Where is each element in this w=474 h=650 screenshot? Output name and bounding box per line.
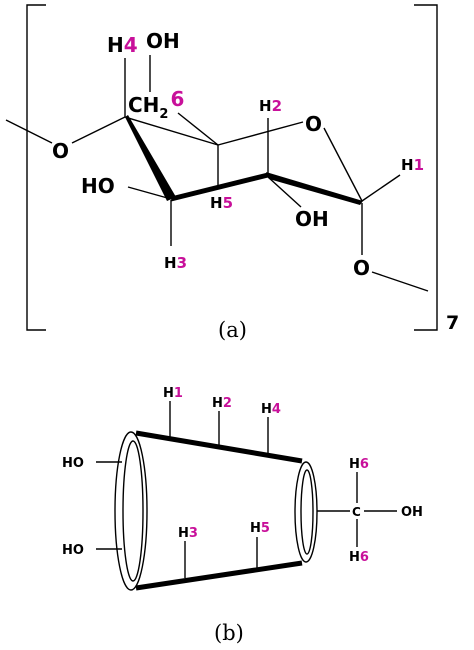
bond-left-chain	[5, 119, 53, 144]
label-h4: H4	[107, 33, 138, 57]
label-b-oh: OH	[401, 505, 423, 520]
bond-c5-o	[217, 121, 304, 146]
cone-top-wall	[135, 430, 303, 464]
cone-narrow-rim-inner	[300, 469, 314, 555]
label-b-h6-bottom: H6	[349, 550, 369, 565]
cone-bottom-wall	[135, 560, 303, 591]
wedge-c2-c1	[266, 172, 363, 205]
bond-o-c1	[323, 127, 363, 202]
label-b-h3: H3	[178, 526, 198, 541]
wedge-c4-c3	[125, 115, 176, 201]
label-h1: H1	[401, 156, 424, 174]
label-b-h1: H1	[163, 386, 183, 401]
label-bottom-o: O	[353, 256, 370, 280]
glucose-unit-structure: H4 OH CH26 H2 O H1 O HO H5 OH H3 O 7 (a)	[5, 4, 459, 342]
bond-c3-ho	[127, 186, 172, 200]
bond-o-chain-right	[371, 271, 429, 292]
label-b-ho-upper: HO	[62, 456, 84, 471]
bond-ch2-c5	[177, 112, 219, 146]
caption-a: (a)	[218, 318, 247, 342]
label-b-h6-top: H6	[349, 457, 369, 472]
repeat-count: 7	[446, 312, 459, 334]
label-b-h2: H2	[212, 396, 232, 411]
label-ho-left: HO	[81, 174, 115, 198]
label-oh-right: OH	[295, 207, 329, 231]
left-bracket	[26, 4, 46, 331]
cone-wide-rim-outer	[114, 431, 148, 591]
label-b-ho-lower: HO	[62, 543, 84, 558]
caption-b: (b)	[214, 621, 244, 645]
label-b-h4: H4	[261, 402, 281, 417]
cone-wide-rim-inner	[122, 440, 144, 582]
cyclodextrin-cone-diagram: H1 H2 H4 HO HO H3 H5 H6 C H6 OH (b)	[62, 386, 423, 645]
label-ch2: CH26	[128, 87, 184, 122]
bond-c3-c2	[170, 172, 269, 202]
bond-c4-c5	[124, 116, 219, 146]
bond-c1-h1	[361, 174, 401, 202]
label-b-h5: H5	[250, 521, 270, 536]
bond-o-c4	[71, 116, 126, 144]
bond-c2-oh	[267, 176, 302, 208]
label-b-carbon: C	[352, 505, 361, 519]
label-ring-o: O	[305, 112, 322, 136]
right-bracket	[414, 4, 438, 331]
label-h2: H2	[259, 97, 282, 115]
label-h3: H3	[164, 254, 187, 272]
cone-narrow-rim-outer	[294, 461, 318, 563]
label-h5: H5	[210, 194, 233, 212]
label-oh-top: OH	[146, 29, 180, 53]
label-left-o: O	[52, 139, 69, 163]
